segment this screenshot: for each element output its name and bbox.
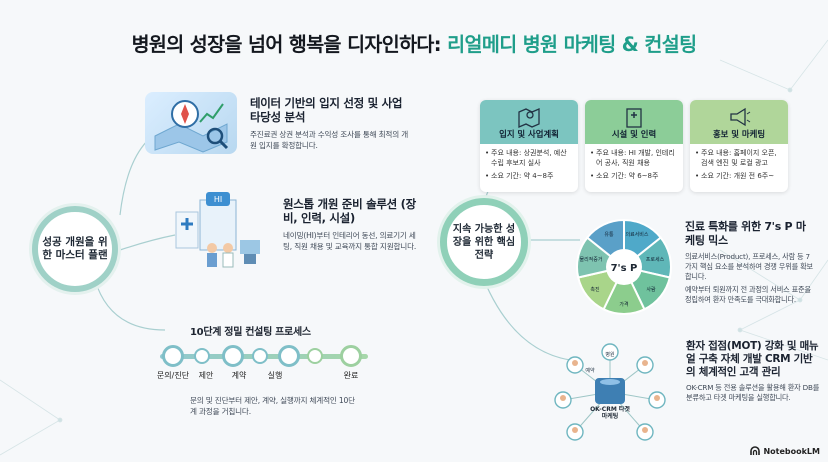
process-step-dot <box>307 348 323 364</box>
phase-item: 주요 내용: HI 개발, 인테리어 공사, 직원 채용 <box>590 148 678 168</box>
seven-p-segment: 사람 <box>646 286 656 293</box>
seven-p-desc: 예약부터 퇴원까지 전 과정의 서비스 표준을 정립하여 환자 만족도를 극대화… <box>685 285 811 304</box>
phase-item: 주요 내용: 상권분석, 예산 수립 후보지 실사 <box>485 148 573 168</box>
notebooklm-icon <box>750 446 761 455</box>
location-map-icon <box>518 108 540 128</box>
seven-p-segment: 가격 <box>619 301 628 308</box>
crm-center-label: OK-CRM 타겟 마케팅 <box>590 406 630 420</box>
card-onestop-solution: 원스톱 개원 준비 솔루션 (장비, 인력, 시설) 네이밍(HI)부터 인테리… <box>283 197 418 252</box>
crm-network: 병원 예약 OK-CRM 타겟 마케팅 <box>554 343 666 441</box>
hospital-team-icon: HI <box>170 190 270 270</box>
hub-core-strategy: 지속 가능한 성장을 위한 핵심 전략 <box>440 198 528 286</box>
seven-p-segment: 프로세스 <box>646 256 665 263</box>
seven-p-segment: 물리적증거 <box>579 256 602 263</box>
process-step-1 <box>162 345 184 367</box>
card-title: 원스톱 개원 준비 솔루션 (장비, 인력, 시설) <box>283 197 416 225</box>
card-title: 테이터 기반의 입지 선정 및 사업 타당성 분석 <box>250 96 403 124</box>
page-title: 병원의 성장을 넘어 행복을 디자인하다: 리얼메디 병원 마케팅 & 컨설팅 <box>131 33 697 56</box>
step-label: 완료 <box>343 371 359 380</box>
process-step-dot <box>252 348 268 364</box>
seven-p-segment: 촉진 <box>590 286 600 293</box>
process-step-3 <box>278 345 300 367</box>
seven-p-center: 7's P <box>611 263 638 274</box>
hub-master-plan: 성공 개원을 위한 마스터 플랜 <box>32 206 118 292</box>
card-desc: 네이밍(HI)부터 인테리어 동선, 의료기기 세팅, 직원 채용 및 교육까지… <box>283 231 417 251</box>
process-step-5 <box>340 345 362 367</box>
process-step-2 <box>222 345 244 367</box>
crm-node-label: 예약 <box>585 367 595 374</box>
seven-p-segment: 의료서비스 <box>625 231 648 238</box>
crm-node-label: 병원 <box>605 351 615 358</box>
phase-card-facility: 시설 및 인력 주요 내용: HI 개발, 인테리어 공사, 직원 채용소요 기… <box>585 100 683 192</box>
seven-p-wheel: 7's P 의료서비스 프로세스 사람 가격 촉진 물리적증거 유통 <box>576 218 672 315</box>
step-label: 문의/진단 <box>156 371 190 380</box>
seven-p-title: 진료 특화를 위한 7's P 마케팅 믹스 <box>685 220 806 247</box>
megaphone-icon <box>730 107 751 127</box>
phase-item: 주요 내용: 홈페이지 오픈, 검색 엔진 및 로컬 광고 <box>695 148 783 168</box>
crm-title: 환자 접점(MOT) 강화 및 매뉴얼 구축 자체 개발 CRM 기반의 체계적… <box>686 340 819 378</box>
step-label: 계약 <box>231 371 247 380</box>
svg-text:HI: HI <box>214 195 222 204</box>
phase-item: 소요 기간: 약 4~8주 <box>485 171 573 181</box>
process-desc: 문의 및 진단부터 제안, 계약, 실행까지 체계적인 10단계 과정을 거칩니… <box>190 396 355 416</box>
process-title: 10단계 정밀 컨설팅 프로세스 <box>190 327 311 338</box>
process-step-dot <box>194 348 210 364</box>
crm-desc: OK-CRM 등 전용 솔루션을 활용해 환자 DB를 분류하고 타겟 마케팅을… <box>686 383 820 402</box>
crm-block: 환자 접점(MOT) 강화 및 매뉴얼 구축 자체 개발 CRM 기반의 체계적… <box>686 340 821 403</box>
phase-name: 시설 및 인력 <box>611 129 657 139</box>
phase-item: 소요 기간: 개원 전 6주~ <box>695 171 783 181</box>
brand-name: NotebookLM <box>763 446 820 456</box>
building-icon <box>626 108 642 128</box>
phase-card-marketing: 홍보 및 마케팅 주요 내용: 홈페이지 오픈, 검색 엔진 및 로컬 광고소요… <box>690 100 788 192</box>
seven-p-desc: 의료서비스(Product), 프로세스, 사람 등 7가지 핵심 요소를 분석… <box>685 252 813 281</box>
phase-name: 입지 및 사업계획 <box>499 129 559 139</box>
phase-item: 소요 기간: 약 6~8주 <box>590 171 678 181</box>
seven-p-segment: 유통 <box>604 232 614 238</box>
card-location-analysis: 테이터 기반의 입지 선정 및 사업 타당성 분석 주진료권 상권 분석과 수익… <box>250 96 410 151</box>
phase-name: 홍보 및 마케팅 <box>712 129 766 139</box>
card-desc: 주진료권 상권 분석과 수익성 조사를 통해 최적의 개원 입지를 확정합니다. <box>250 130 409 150</box>
map-compass-icon <box>145 92 237 154</box>
step-label: 실행 <box>267 371 283 380</box>
phase-card-location: 입지 및 사업계획 주요 내용: 상권분석, 예산 수립 후보지 실사소요 기간… <box>480 100 578 192</box>
seven-p-block: 진료 특화를 위한 7's P 마케팅 믹스 의료서비스(Product), 프… <box>685 220 815 305</box>
brand-logo: NotebookLM <box>750 446 820 456</box>
step-label: 제안 <box>198 371 214 380</box>
